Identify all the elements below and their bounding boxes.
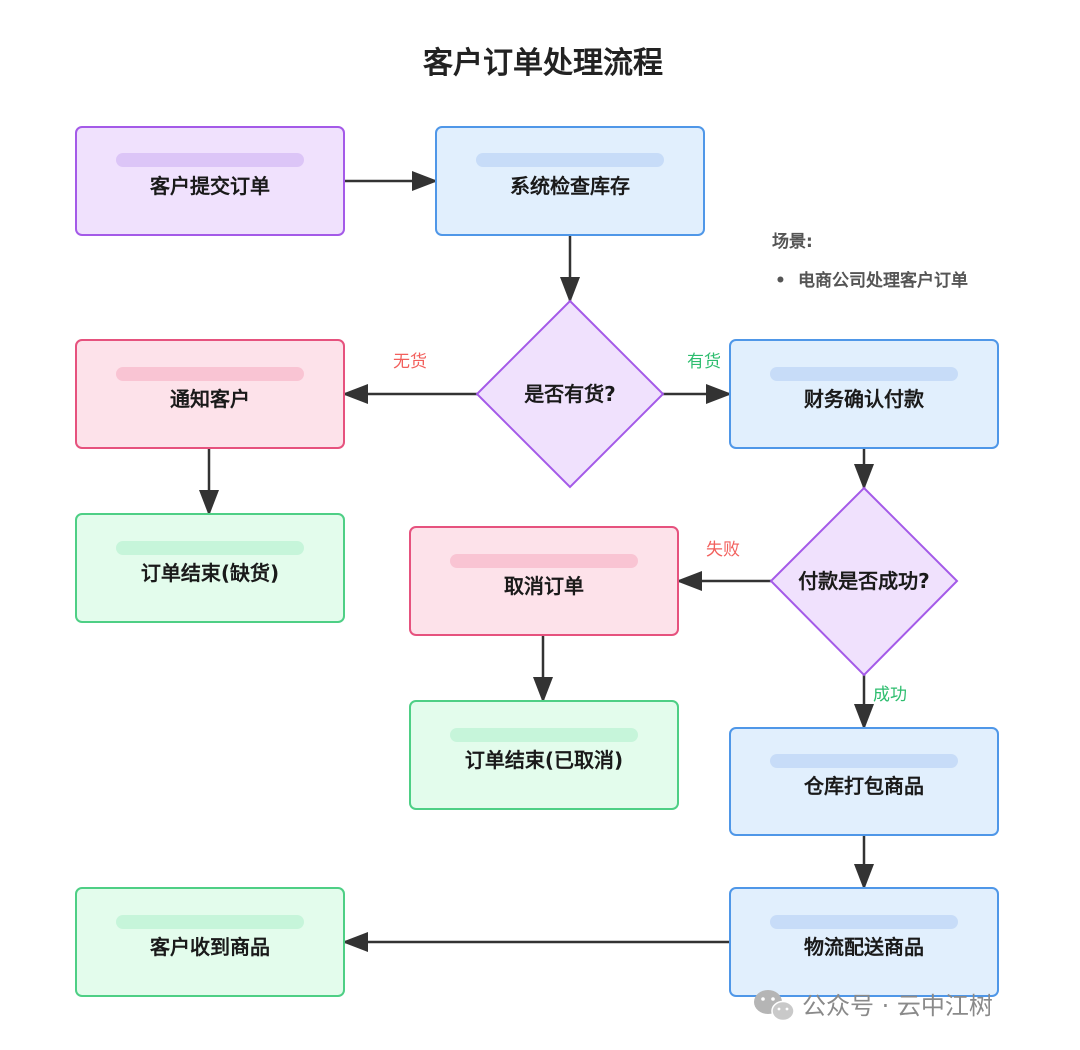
note-item: 电商公司处理客户订单 (798, 270, 968, 291)
scenario-note: 场景: • 电商公司处理客户订单 (772, 232, 968, 291)
watermark-text: 公众号 · 云中江树 (802, 992, 993, 1020)
watermark: 公众号 · 云中江树 (754, 990, 993, 1022)
node-label: 财务确认付款 (804, 387, 925, 411)
node-logistics-ship: 物流配送商品 (729, 887, 999, 997)
node-label: 客户收到商品 (149, 935, 270, 959)
node-notify-customer: 通知客户 (75, 339, 345, 449)
edge-label-success: 成功 (873, 685, 907, 705)
node-label: 订单结束(已取消) (465, 748, 623, 772)
wechat-icon (754, 990, 795, 1022)
node-submit-order: 客户提交订单 (75, 126, 345, 236)
edge-label-no-stock: 无货 (393, 352, 427, 372)
decision-label: 付款是否成功? (798, 569, 930, 593)
node-label: 仓库打包商品 (803, 774, 924, 798)
node-customer-receive: 客户收到商品 (75, 887, 345, 997)
node-end-no-stock: 订单结束(缺货) (75, 513, 345, 623)
edges (199, 171, 874, 952)
node-warehouse-pack: 仓库打包商品 (729, 727, 999, 836)
node-label: 系统检查库存 (510, 174, 630, 198)
node-cancel-order: 取消订单 (409, 526, 679, 636)
node-finance-confirm: 财务确认付款 (729, 339, 999, 449)
decision-label: 是否有货? (523, 382, 616, 406)
node-label: 订单结束(缺货) (141, 561, 279, 585)
edge-label-fail: 失败 (706, 540, 740, 560)
node-label: 物流配送商品 (804, 935, 924, 959)
note-heading: 场景: (772, 232, 813, 252)
node-label: 通知客户 (170, 387, 250, 411)
node-label: 客户提交订单 (149, 174, 270, 198)
decision-payment-success: 付款是否成功? (769, 486, 959, 677)
node-label: 取消订单 (504, 574, 584, 598)
decision-in-stock: 是否有货? (475, 299, 665, 489)
edge-label-has-stock: 有货 (687, 352, 721, 372)
note-bullet: • (775, 271, 786, 291)
node-end-cancelled: 订单结束(已取消) (409, 700, 679, 810)
diagram-title: 客户订单处理流程 (423, 46, 663, 81)
node-check-stock: 系统检查库存 (435, 126, 705, 236)
